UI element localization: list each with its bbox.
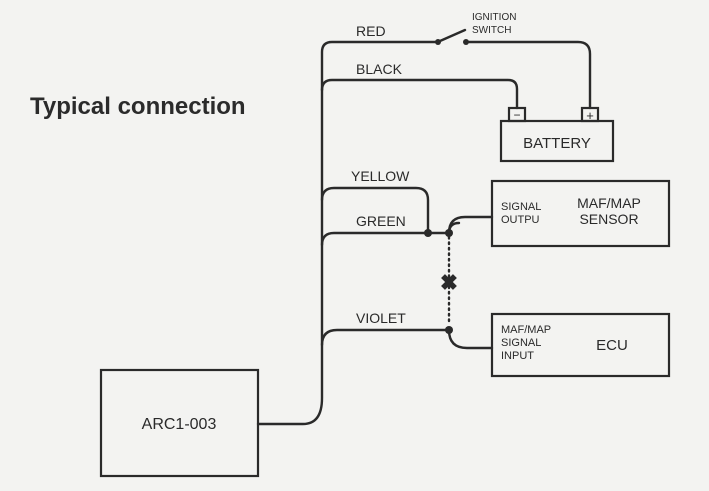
ecu-box — [490, 312, 671, 378]
arc1-003-box — [99, 368, 260, 478]
yellow-wire-label: YELLOW — [351, 168, 410, 184]
violet-wire — [320, 328, 451, 347]
battery-neg-symbol: − — [513, 108, 520, 122]
ecu-input-line2: SIGNAL — [501, 337, 541, 349]
ignition-switch-lever — [438, 28, 467, 43]
spacer — [447, 221, 461, 235]
arc1-003-label: ARC1-003 — [142, 416, 217, 433]
red-wire-label: RED — [356, 23, 386, 39]
maf-map-sensor-box — [490, 179, 671, 248]
switch-contact-right — [463, 39, 469, 45]
black-wire-label: BLACK — [356, 61, 403, 77]
battery-neg-terminal — [507, 106, 527, 123]
battery-box — [499, 119, 615, 163]
ecu-input-line3: INPUT — [501, 350, 534, 362]
sensor-signal-lead-top — [447, 215, 494, 235]
yellow-green-junction — [424, 229, 432, 237]
green-wire — [320, 231, 451, 247]
sensor-signal-line1: SIGNAL — [501, 201, 541, 213]
red-wire — [320, 40, 438, 92]
sensor-name-line1: MAF/MAP — [577, 195, 641, 211]
green-wire-label: GREEN — [356, 213, 406, 229]
main-cable-bundle — [256, 88, 324, 426]
ignition-label-line1: IGNITION — [472, 12, 516, 23]
red-wire-to-battery — [467, 40, 592, 110]
cut-mark-icon: ✖ — [440, 270, 458, 295]
yellow-wire — [320, 186, 430, 234]
ecu-signal-lead — [447, 328, 494, 350]
black-wire — [320, 78, 519, 110]
violet-wire-label: VIOLET — [356, 310, 406, 326]
battery-pos-terminal — [580, 106, 600, 123]
sensor-name-line2: SENSOR — [579, 211, 638, 227]
ecu-input-line1: MAF/MAP — [501, 324, 551, 336]
page-title: Typical connection — [30, 93, 246, 120]
battery-label: BATTERY — [523, 135, 591, 152]
ecu-name: ECU — [596, 337, 628, 354]
sensor-signal-line2: OUTPU — [501, 214, 540, 226]
ignition-label-line2: SWITCH — [472, 25, 511, 36]
battery-pos-symbol: + — [586, 108, 594, 123]
